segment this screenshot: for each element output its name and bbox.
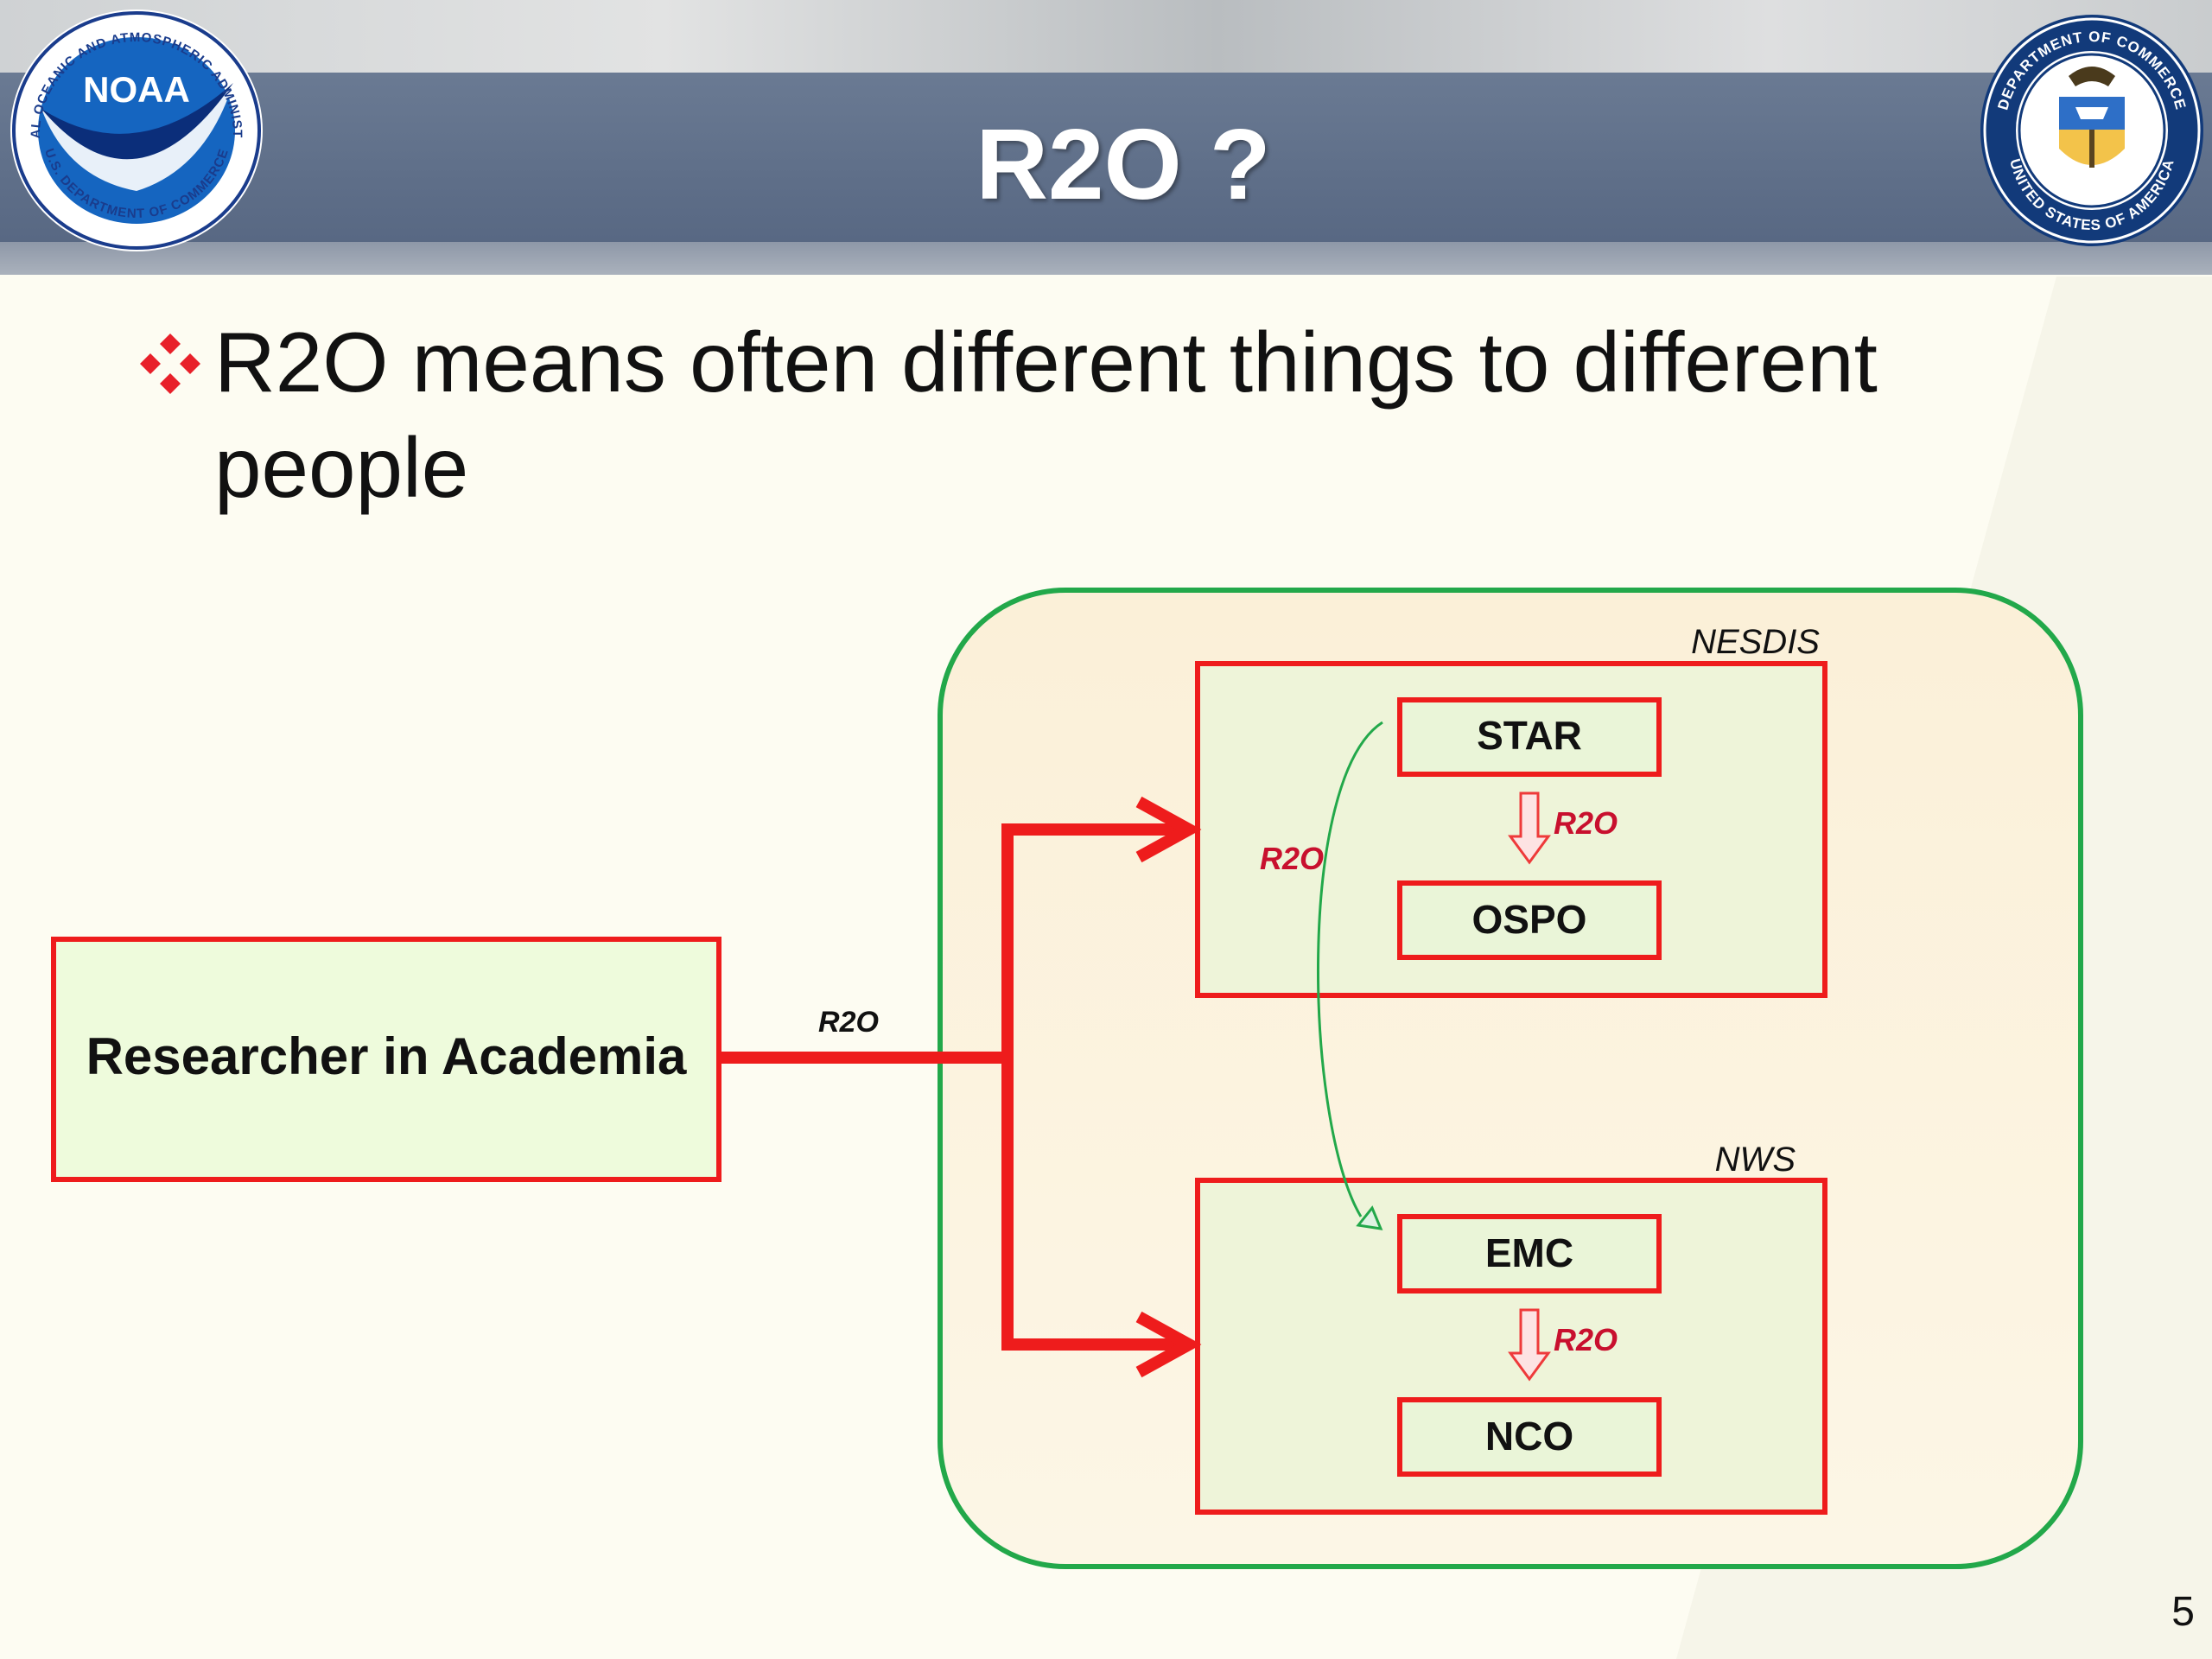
star-to-emc-arrow [1317, 721, 1383, 1217]
star-box [1397, 697, 1662, 777]
department-of-commerce-seal: DEPARTMENT OF COMMERCE UNITED STATES OF … [1980, 15, 2203, 246]
star-label: STAR [1477, 713, 1582, 758]
ospo-label: OSPO [1472, 897, 1587, 942]
noaa-logo: NOAA NATIONAL OCEANIC AND ATMOSPHERIC AD… [7, 5, 263, 251]
star-to-ospo-arrow [1508, 791, 1551, 865]
header-band [0, 73, 2212, 242]
emc-to-nco-arrow [1508, 1308, 1551, 1382]
arrow-to-nws-head [1135, 1311, 1202, 1378]
nesdis-label: NESDIS [1691, 623, 1820, 661]
nesdis-r2o-label: R2O [1554, 805, 1618, 841]
nws-label: NWS [1715, 1141, 1796, 1179]
page-number: 5 [2171, 1589, 2195, 1635]
slide-title: R2O ? [976, 108, 1271, 220]
header-photo-strip [0, 0, 2212, 73]
header-bottom-strip [0, 242, 2212, 275]
star-to-emc-arrowhead [1356, 1205, 1383, 1230]
nws-r2o-label: R2O [1554, 1322, 1618, 1357]
bullet-text: R2O means often different things to diff… [214, 315, 1878, 515]
researcher-box [51, 937, 721, 1182]
emc-label: EMC [1485, 1230, 1573, 1275]
slide-header [0, 0, 2212, 276]
main-r2o-label: R2O [818, 1006, 879, 1039]
researcher-label: Researcher in Academia [86, 1027, 687, 1085]
diamond-bullet-icon [140, 334, 200, 394]
ospo-box [1397, 880, 1662, 960]
cross-r2o-label: R2O [1260, 841, 1324, 876]
emc-box [1397, 1214, 1662, 1294]
noaa-logo-text: NOAA [83, 69, 190, 110]
nco-box [1397, 1397, 1662, 1477]
nco-label: NCO [1485, 1414, 1573, 1459]
arrow-to-nesdis-head [1135, 796, 1202, 863]
